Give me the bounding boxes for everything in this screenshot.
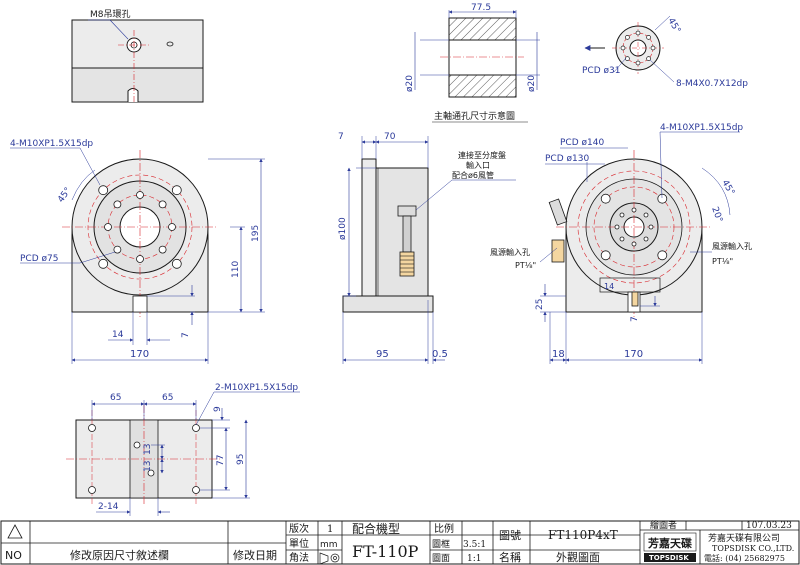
- spindle-width-label: 77.5: [471, 3, 491, 13]
- right-tap-holes: 4-M10XP1.5X15dp: [660, 123, 743, 133]
- revision-triangle-icon: [7, 524, 23, 539]
- right-pcd-140: PCD ø140: [560, 138, 604, 148]
- side-top-left: 7: [338, 132, 344, 142]
- front-angle: 45°: [56, 186, 73, 205]
- air-fitting-side: [397, 205, 417, 277]
- spindle-dia-right: ø20: [527, 75, 537, 92]
- side-diameter: ø100: [338, 217, 348, 240]
- tb-drawer-label: 繪圖者: [650, 519, 677, 531]
- right-width: 170: [624, 349, 643, 360]
- tb-unit-label: 單位: [289, 537, 309, 550]
- tb-version: 1: [327, 524, 333, 535]
- side-top-width: 70: [384, 132, 396, 142]
- bottom-slot: 2-14: [98, 502, 119, 512]
- tb-scale-b: 1:1: [467, 554, 481, 564]
- tb-company-cn: 芳嘉天碟有限公司: [708, 532, 780, 544]
- tb-revision-desc: 修改原因尺寸敘述欄: [70, 548, 169, 562]
- front-tap-holes: 4-M10XP1.5X15dp: [10, 139, 93, 149]
- tb-scale-a: 3.5:1: [463, 540, 486, 550]
- right-air-right-1: 風源輸入孔: [712, 241, 752, 251]
- bottom-dim-13a: 13: [143, 444, 153, 455]
- spindle-section: 77.5 ø20 ø20 主軸通孔尺寸示意圖: [405, 3, 540, 123]
- front-height-center: 110: [231, 261, 241, 278]
- front-slot-depth: 7: [181, 332, 191, 338]
- front-pcd: PCD ø75: [20, 254, 58, 264]
- tb-drawing-no-label: 圖號: [499, 529, 521, 542]
- tb-unit: mm: [320, 540, 338, 550]
- right-angle-20: 20°: [709, 206, 724, 224]
- tb-no: NO: [5, 549, 22, 562]
- bottom-view: 65 65 2-M10XP1.5X15dp 77 95 9 13 13 2-14: [66, 383, 300, 516]
- bottom-spacing-right: 65: [162, 393, 173, 403]
- right-pcd-130: PCD ø130: [545, 154, 589, 164]
- tb-date: 107.03.23: [746, 521, 792, 531]
- tb-drawing-no: FT110P4xT: [548, 528, 618, 542]
- right-air-right-2: PT⅛": [712, 257, 733, 266]
- top-view: M8吊環孔: [71, 9, 204, 104]
- right-dim-25: 25: [535, 299, 545, 310]
- bottom-tap-holes: 2-M10XP1.5X15dp: [215, 383, 298, 393]
- right-dim-18: 18: [552, 349, 565, 360]
- right-air-left-2: PT⅛": [515, 261, 536, 270]
- flange-pcd: PCD ø31: [582, 66, 620, 76]
- title-block: NO 修改原因尺寸敘述欄 修改日期 版次 1 單位 mm 角法 配合機型 FT-…: [0, 519, 800, 565]
- right-view: PCD ø140 PCD ø130 4-M10XP1.5X15dp 45° 20…: [490, 123, 752, 364]
- flange-angle: 45°: [665, 17, 682, 36]
- right-dim-7: 7: [630, 316, 640, 322]
- tb-match-label: 配合機型: [352, 521, 400, 536]
- spindle-caption: 主軸通孔尺寸示意圖: [434, 110, 515, 122]
- tb-company-en: TOPSDISK CO.,LTD.: [712, 544, 794, 553]
- right-slot-width: 14: [604, 282, 614, 291]
- logo-cn: 芳嘉天碟: [648, 536, 692, 550]
- front-width: 170: [130, 349, 149, 360]
- side-note-2: 輸入口: [466, 160, 490, 170]
- side-view: ø100 7 70 連接至分度盤 輸入口 配合ø6風管 95 0.5: [338, 132, 516, 364]
- right-air-left-1: 風源輸入孔: [490, 247, 530, 257]
- tb-model: FT-110P: [352, 542, 419, 561]
- logo-en: TOPSDISK: [649, 554, 689, 562]
- projection-symbol-icon: [319, 552, 340, 565]
- air-fitting-right: [548, 198, 639, 307]
- front-view: 45° 4-M10XP1.5X15dp PCD ø75 195 110 14 7…: [10, 139, 265, 364]
- side-base-width: 95: [376, 349, 389, 360]
- side-note-3: 配合ø6風管: [452, 170, 494, 180]
- tb-phone: 電話: (04) 25682975: [704, 553, 785, 563]
- tb-revision-date: 修改日期: [233, 548, 277, 562]
- front-height-total: 195: [251, 225, 261, 242]
- tb-name: 外觀圖面: [556, 551, 600, 564]
- tb-name-label: 名稱: [499, 550, 521, 564]
- tb-scale-b-label: 圖面: [432, 553, 450, 564]
- bottom-dim-9: 9: [213, 406, 223, 412]
- bottom-dim-13b: 13: [143, 461, 153, 472]
- bottom-spacing-left: 65: [110, 393, 121, 403]
- side-note-1: 連接至分度盤: [458, 150, 506, 160]
- company-logo: 芳嘉天碟 TOPSDISK: [643, 532, 697, 562]
- tb-scale-label: 比例: [434, 522, 454, 535]
- lifting-hole-callout: M8吊環孔: [90, 9, 131, 20]
- tb-version-label: 版次: [289, 522, 309, 535]
- tb-angle-label: 角法: [289, 551, 309, 564]
- flange-detail: 45° PCD ø31 8-M4X0.7X12dp: [582, 15, 748, 89]
- spindle-dia-left: ø20: [405, 75, 415, 92]
- front-slot-width: 14: [112, 330, 124, 340]
- tb-scale-a-label: 圖框: [432, 538, 450, 550]
- bottom-dim-77: 77: [216, 455, 226, 466]
- side-offset: 0.5: [432, 349, 448, 360]
- flange-holes: 8-M4X0.7X12dp: [676, 79, 748, 89]
- bottom-dim-95: 95: [236, 454, 246, 465]
